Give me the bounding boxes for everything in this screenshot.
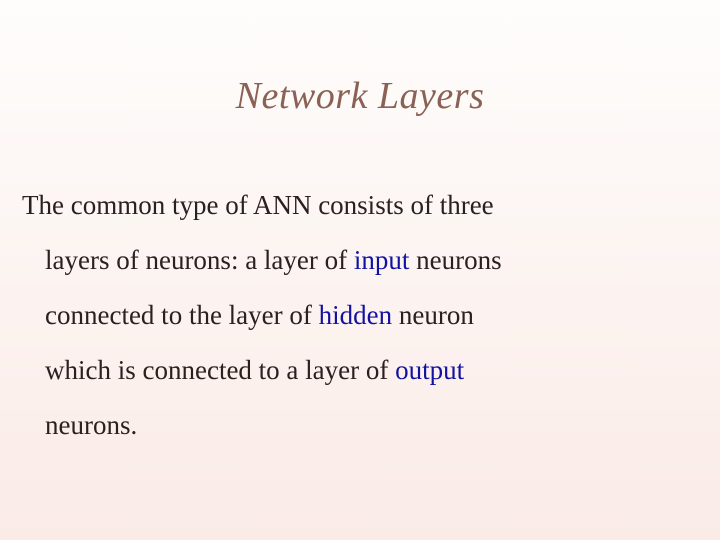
body-line-2: layers of neurons: a layer of input neur… (0, 233, 720, 288)
body-line-2-text-after: neurons (409, 245, 502, 275)
body-line-1: The common type of ANN consists of three (0, 178, 720, 233)
page-title: Network Layers (235, 75, 485, 117)
body-line-3: connected to the layer of hidden neuron (0, 288, 720, 343)
body-line-3-text-after: neuron (392, 300, 474, 330)
body-line-5-text: neurons. (45, 410, 138, 440)
body-line-5: neurons. (0, 398, 720, 453)
highlight-output: output (395, 355, 465, 385)
body-line-2-text-before: layers of neurons: a layer of (45, 245, 354, 275)
highlight-input: input (353, 245, 410, 275)
body-line-3-text-before: connected to the layer of (45, 300, 319, 330)
body-line-4: which is connected to a layer of output (0, 343, 720, 398)
slide-body: The common type of ANN consists of three… (0, 178, 720, 453)
body-line-4-text-before: which is connected to a layer of (45, 355, 396, 385)
body-line-1-text: The common type of ANN consists of three (22, 190, 494, 220)
highlight-hidden: hidden (318, 300, 393, 330)
